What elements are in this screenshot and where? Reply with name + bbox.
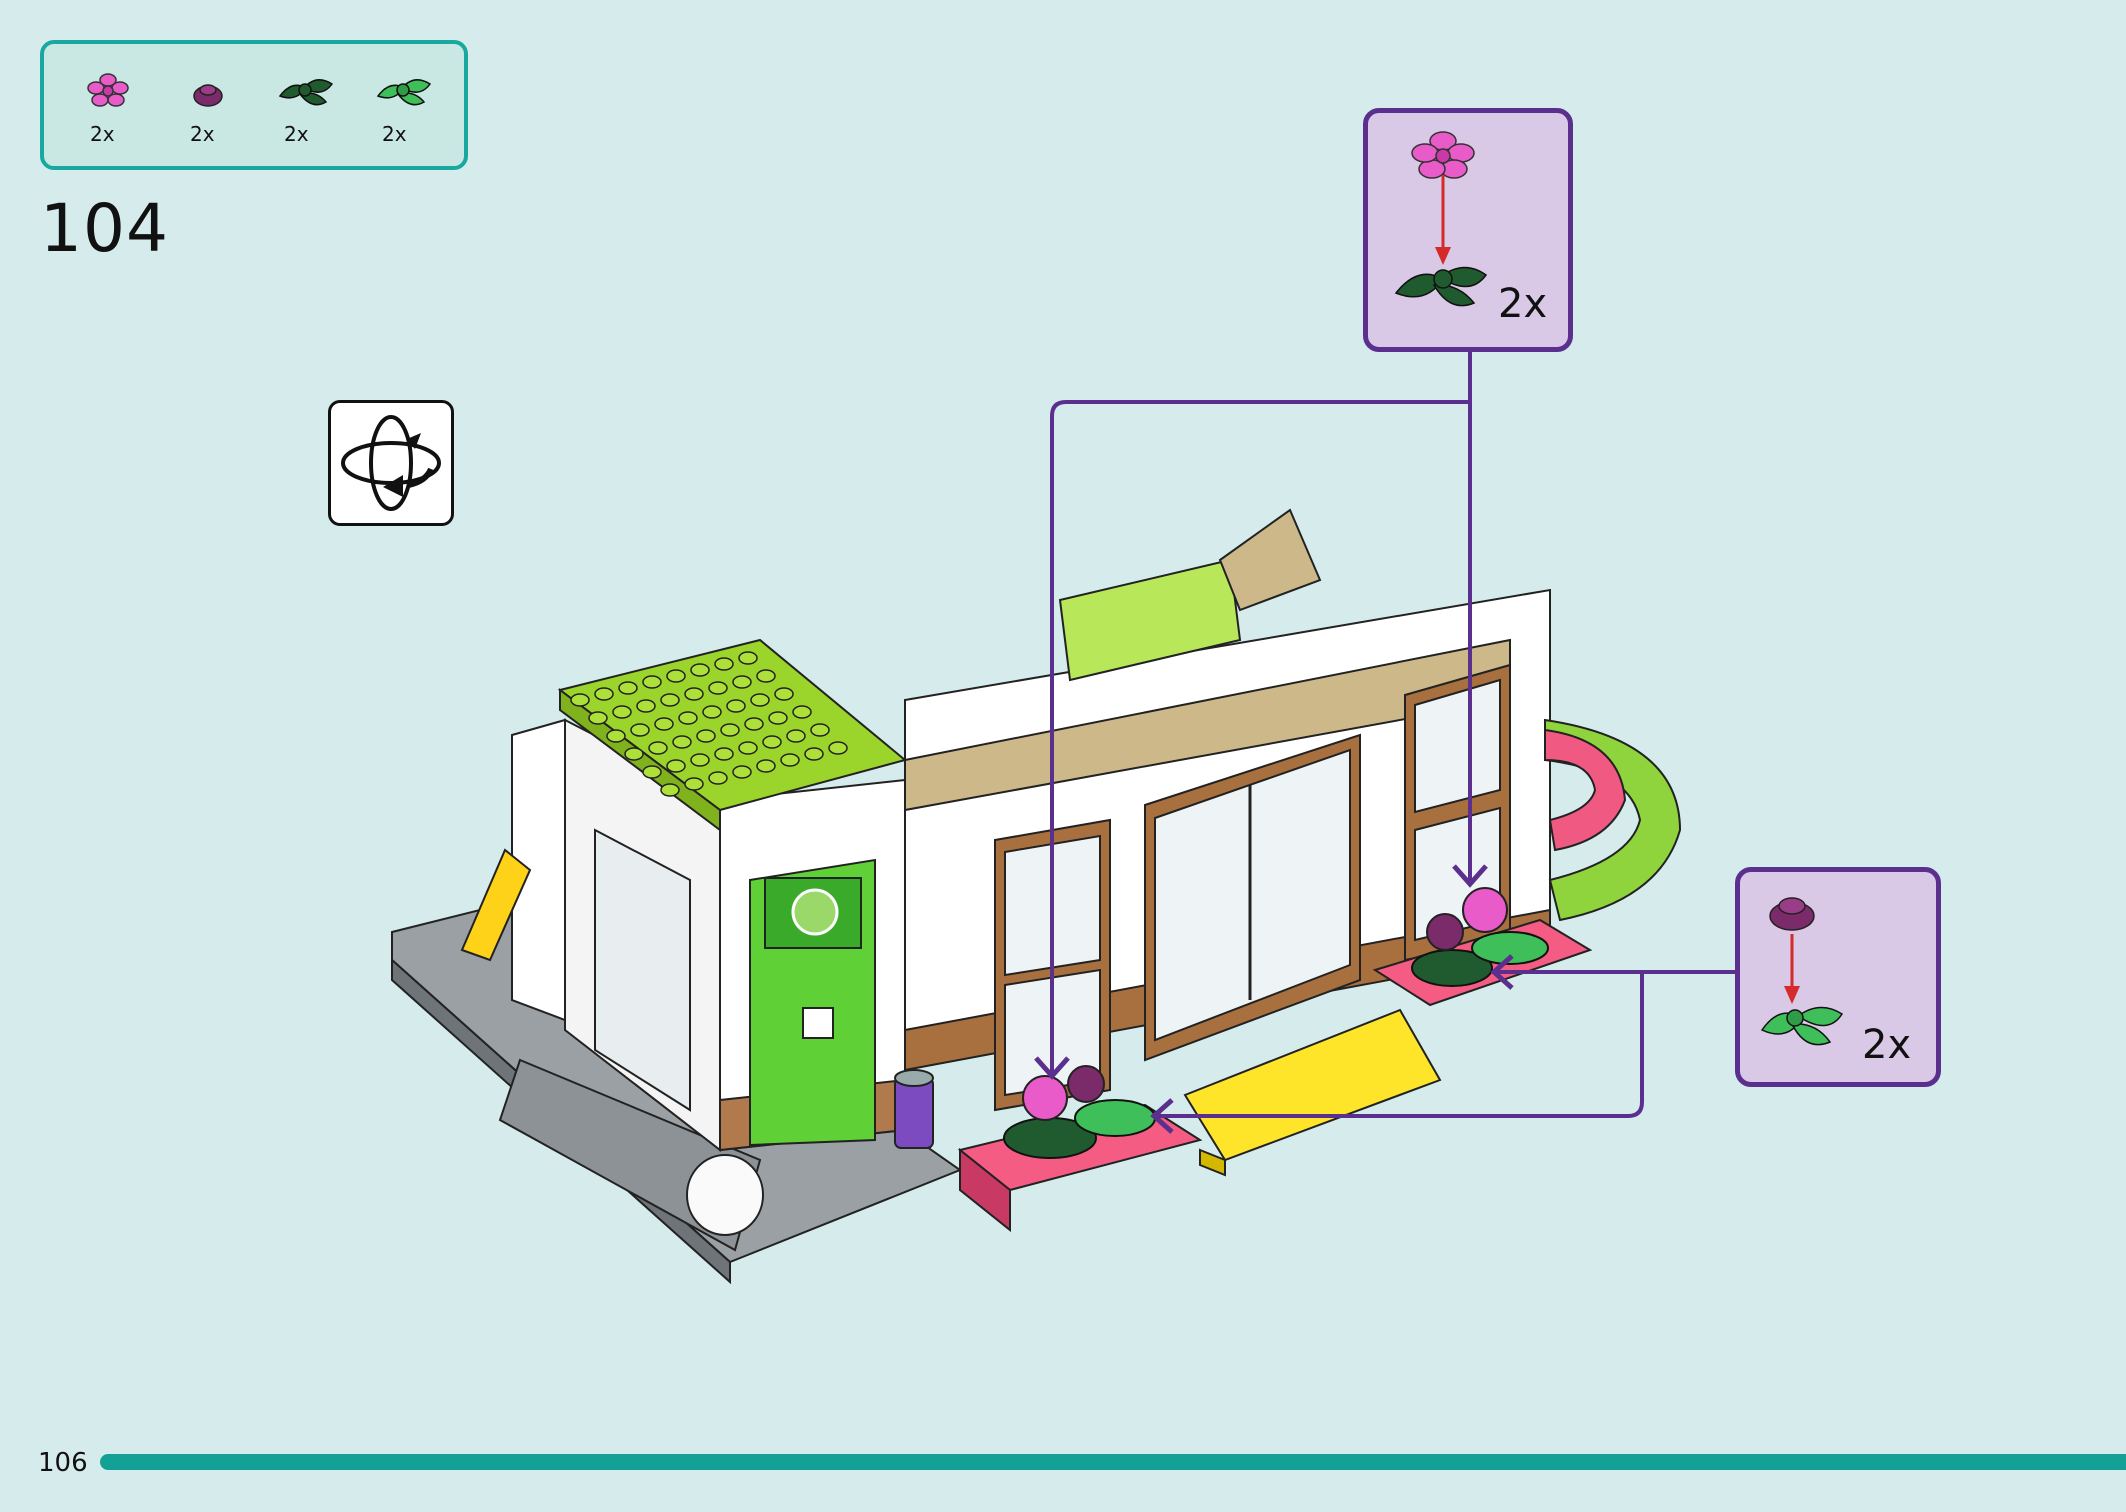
right-building — [904, 508, 1551, 1112]
roof-stud — [690, 663, 710, 677]
roof-stud — [792, 705, 812, 719]
step-number: 104 — [40, 190, 169, 267]
roof-stud — [702, 705, 722, 719]
trash-can — [894, 1069, 934, 1149]
roof-stud — [780, 753, 800, 767]
part-purple-plate: 2x — [178, 66, 248, 156]
roof-stud — [774, 687, 794, 701]
roof-stud — [648, 741, 668, 755]
roof-stud — [810, 723, 830, 737]
roof-stud — [684, 777, 704, 791]
roof-stud — [738, 651, 758, 665]
roof-stud — [828, 741, 848, 755]
part-quantity: 2x — [382, 122, 407, 146]
roof-stud — [720, 723, 740, 737]
roof-stud — [666, 669, 686, 683]
flower-cluster-left — [1003, 1065, 1156, 1159]
roof-stud — [624, 747, 644, 761]
rotate-model-icon — [328, 400, 454, 526]
plate-stack-diagram — [1760, 897, 1844, 1046]
roof-stud — [612, 705, 632, 719]
progress-bar — [100, 1454, 2126, 1470]
roof-stud — [588, 711, 608, 725]
page-number: 106 — [38, 1448, 88, 1478]
roof-stud — [738, 741, 758, 755]
placement-arrowheads — [1034, 864, 1514, 1134]
roof-stud — [684, 687, 704, 701]
roof-stud — [762, 735, 782, 749]
purple-round-plate-icon — [1769, 897, 1815, 931]
roof-stud — [672, 735, 692, 749]
part-quantity: 2x — [284, 122, 309, 146]
part-quantity: 2x — [90, 122, 115, 146]
callout-quantity: 2x — [1862, 1022, 1912, 1068]
roof-stud — [642, 675, 662, 689]
pink-flower-icon — [87, 73, 129, 107]
flower-cluster-right — [1411, 887, 1549, 987]
roof-studs — [570, 651, 848, 797]
roof-stud — [630, 723, 650, 737]
roof-stud — [714, 657, 734, 671]
roof-stud — [732, 765, 752, 779]
roof-stud — [636, 699, 656, 713]
part-dark-green-leaves: 2x — [272, 66, 342, 156]
roof-stud — [768, 711, 788, 725]
roof-stud — [786, 729, 806, 743]
dark-green-leaves-icon — [278, 79, 334, 106]
part-quantity: 2x — [190, 122, 215, 146]
roof-stud — [750, 693, 770, 707]
bright-green-leaves-icon — [1760, 1006, 1844, 1046]
flower-stack-diagram — [1394, 131, 1488, 307]
roof-stud — [690, 753, 710, 767]
yellow-sign — [460, 848, 532, 962]
roof-stud — [570, 693, 590, 707]
roof-stud — [744, 717, 764, 731]
roof-stud — [714, 747, 734, 761]
roof-stud — [660, 693, 680, 707]
part-pink-flower: 2x — [78, 66, 148, 156]
roof-stud — [756, 759, 776, 773]
sub-assembly-callout-right: 2x — [1735, 867, 1941, 1087]
roof-stud — [618, 681, 638, 695]
sub-assembly-callout-top: 2x — [1363, 108, 1573, 352]
roof-stud — [696, 729, 716, 743]
purple-round-plate-icon — [193, 84, 223, 107]
left-building — [511, 718, 906, 1153]
bright-green-leaves-icon — [376, 79, 432, 106]
white-bag — [686, 1154, 764, 1236]
yellow-ramp — [1183, 1008, 1442, 1177]
roof-stud — [594, 687, 614, 701]
roof-stud — [654, 717, 674, 731]
roof-stud — [708, 771, 728, 785]
roof-stud — [726, 699, 746, 713]
roof-stud — [606, 729, 626, 743]
roof-stud — [708, 681, 728, 695]
roof-stud — [732, 675, 752, 689]
roof-stud — [804, 747, 824, 761]
roof-stud — [642, 765, 662, 779]
parts-list: 2x 2x 2x 2x — [40, 40, 468, 170]
roof-stud — [666, 759, 686, 773]
part-bright-green-leaves: 2x — [370, 66, 440, 156]
callout-quantity: 2x — [1498, 281, 1548, 327]
dark-green-leaves-icon — [1394, 266, 1488, 307]
roof-stud — [678, 711, 698, 725]
curved-planter — [1544, 718, 1682, 922]
pink-flower-icon — [1411, 131, 1475, 179]
placement-lines — [1050, 352, 1735, 1118]
roof-stud — [756, 669, 776, 683]
roof-stud — [660, 783, 680, 797]
